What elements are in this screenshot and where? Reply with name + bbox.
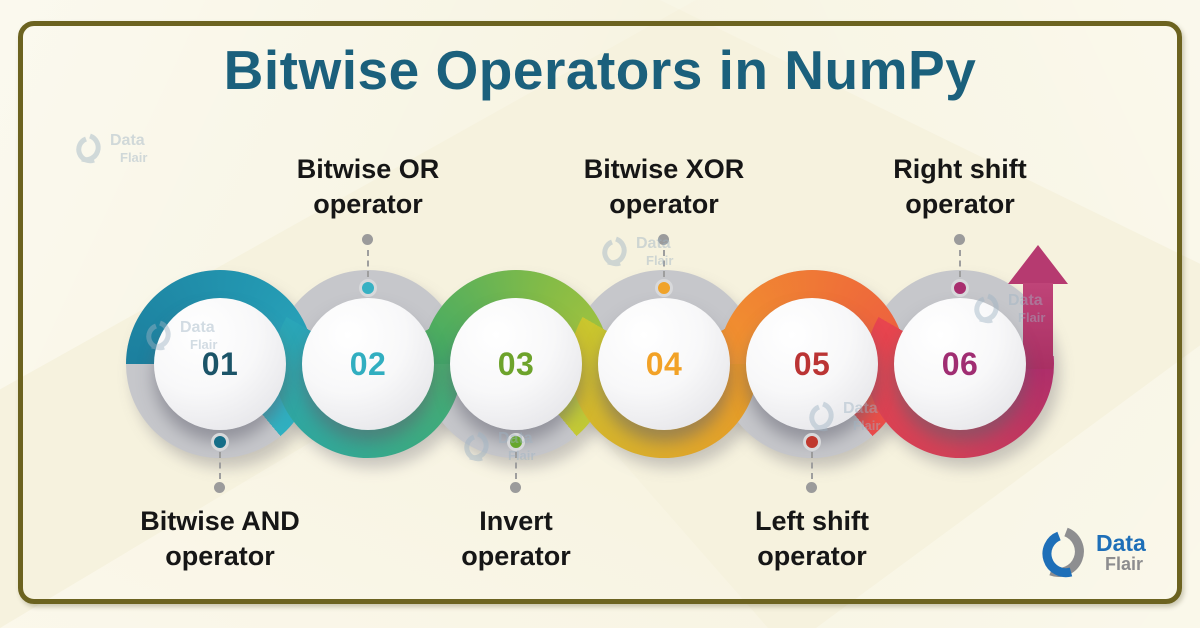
page-title: Bitwise Operators in NumPy — [223, 39, 977, 101]
step-inner-circle: 03 — [450, 298, 582, 430]
step-inner-circle: 05 — [746, 298, 878, 430]
step-anchor-dot — [507, 433, 525, 451]
connector-dashed-line — [219, 452, 221, 479]
step-label-bitwise-and: Bitwise AND operator — [140, 506, 300, 571]
step-anchor-dot — [211, 433, 229, 451]
connector-dashed-line — [367, 250, 369, 277]
step-number: 05 — [793, 345, 831, 382]
step-inner-circle: 04 — [598, 298, 730, 430]
step-inner-circle: 06 — [894, 298, 1026, 430]
dataflair-logo-data: Data — [1096, 529, 1146, 556]
step-anchor-dot — [655, 279, 673, 297]
step-number: 01 — [201, 345, 239, 382]
step-number: 03 — [497, 345, 535, 382]
up-arrow-shaft — [1023, 283, 1053, 369]
connector-dashed-line — [663, 250, 665, 277]
step-inner-circle: 01 — [154, 298, 286, 430]
connector-dashed-line — [959, 250, 961, 277]
step-number: 04 — [645, 345, 683, 382]
connector-end-dot — [954, 234, 965, 245]
step-anchor-dot — [951, 279, 969, 297]
step-circle-03: 03 — [422, 270, 610, 458]
border-frame — [18, 21, 1182, 604]
step-inner-circle: 02 — [302, 298, 434, 430]
connector-end-dot — [362, 234, 373, 245]
connector-dashed-line — [515, 452, 517, 479]
step-anchor-dot — [359, 279, 377, 297]
step-label-right-shift: Right shift operator — [893, 154, 1027, 219]
step-circle-01: 01 — [126, 270, 314, 458]
connector-end-dot — [510, 482, 521, 493]
connector-end-dot — [214, 482, 225, 493]
dataflair-logo-flair: Flair — [1105, 553, 1144, 574]
step-label-invert: Invert operator — [461, 506, 571, 571]
step-label-left-shift: Left shift operator — [755, 506, 869, 571]
step-circle-02: 02 — [274, 270, 462, 458]
dataflair-logo-icon — [1042, 527, 1084, 578]
step-anchor-dot — [803, 433, 821, 451]
step-circle-05: 05 — [718, 270, 906, 458]
step-label-bitwise-xor: Bitwise XOR operator — [583, 154, 745, 219]
connector-dashed-line — [811, 452, 813, 479]
step-number: 02 — [349, 345, 387, 382]
dataflair-logo: Data Flair — [1040, 526, 1146, 578]
connector-end-dot — [658, 234, 669, 245]
step-label-bitwise-or: Bitwise OR operator — [296, 154, 440, 219]
step-circle-04: 04 — [570, 270, 758, 458]
step-circle-06: 06 — [866, 270, 1054, 458]
up-arrow-icon — [1008, 245, 1068, 284]
step-number: 06 — [941, 345, 979, 382]
connector-end-dot — [806, 482, 817, 493]
